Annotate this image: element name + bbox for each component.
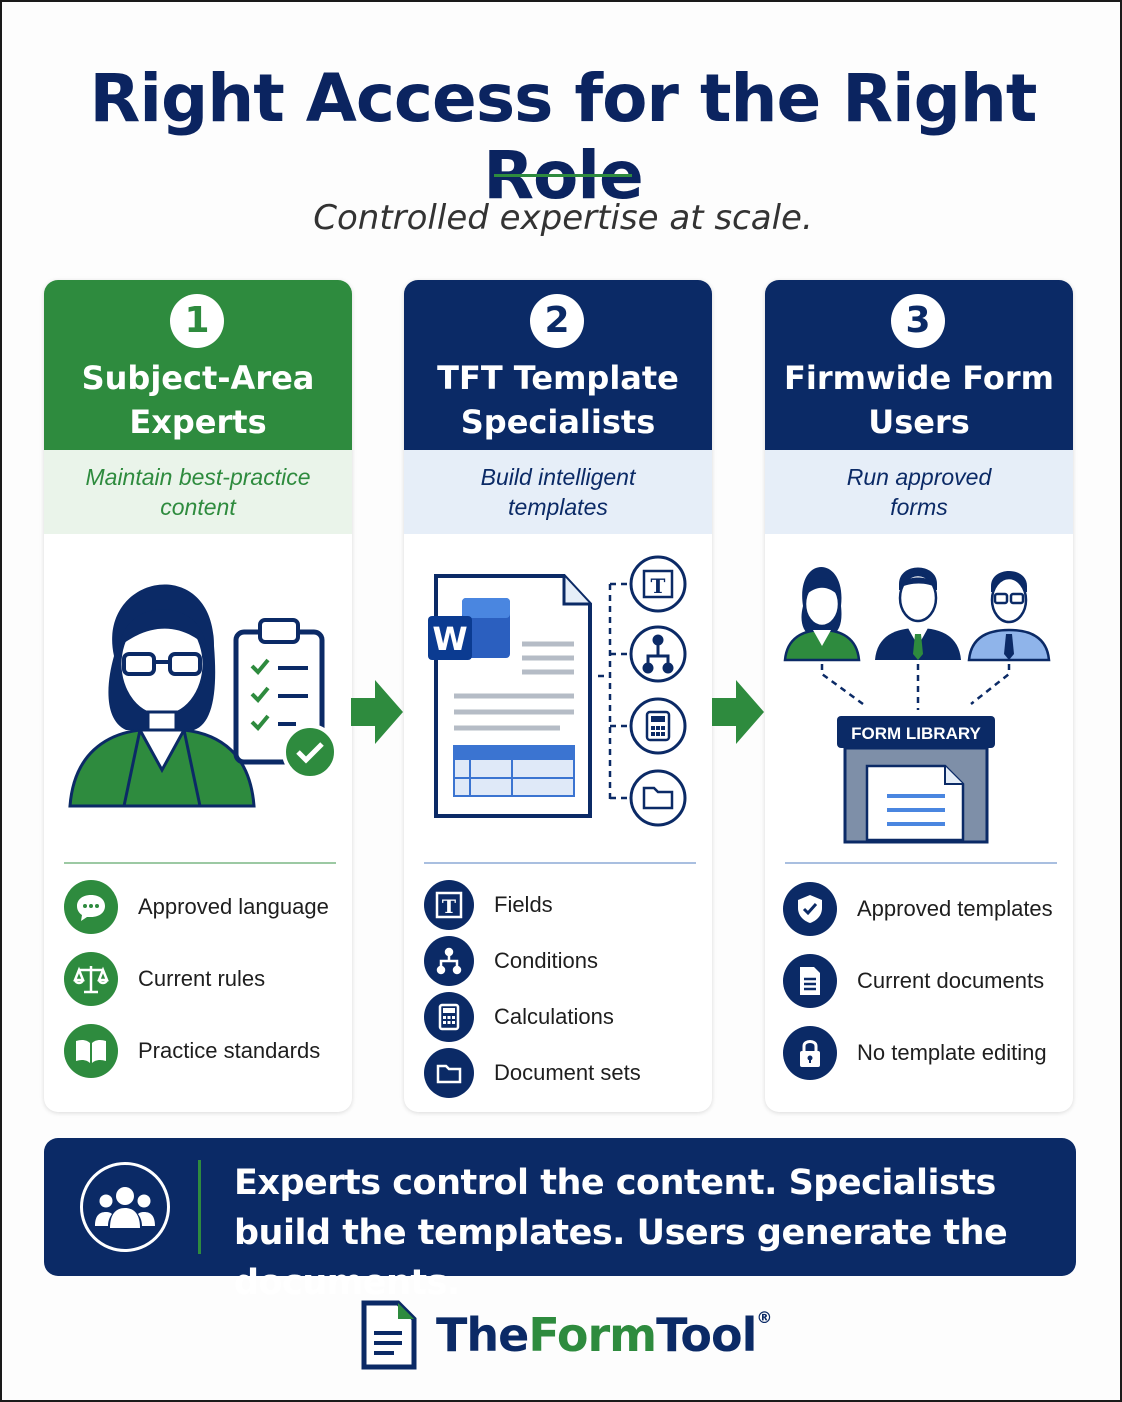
- book-icon: [64, 1024, 118, 1078]
- card-divider: [424, 862, 696, 864]
- feature-item: Approved templates: [783, 882, 1053, 936]
- folder-icon: [424, 1048, 474, 1098]
- brand-wordmark: TheFormTool®: [436, 1308, 772, 1362]
- feature-item: Current documents: [783, 954, 1044, 1008]
- lock-icon: [783, 1026, 837, 1080]
- feature-item: Document sets: [424, 1048, 641, 1098]
- feature-item: No template editing: [783, 1026, 1047, 1080]
- role-title: Firmwide Form Users: [784, 359, 1054, 441]
- scales-icon: [64, 952, 118, 1006]
- role-card-specialists: 2 TFT Template Specialists Build intelli…: [404, 280, 712, 1112]
- role-title: Subject-Area Experts: [81, 359, 315, 441]
- role-description: Run approved forms: [765, 450, 1073, 534]
- banner-divider: [198, 1160, 201, 1254]
- speech-bubble-icon: [64, 880, 118, 934]
- word-template-illustration: W T: [428, 555, 687, 827]
- team-icon: [80, 1162, 170, 1252]
- summary-text: Experts control the content. Specialists…: [234, 1163, 1008, 1303]
- svg-text:T: T: [651, 574, 666, 598]
- summary-banner: Experts control the content. Specialists…: [44, 1138, 1076, 1303]
- step-number: 2: [530, 294, 584, 348]
- step-number: 1: [170, 294, 224, 348]
- feature-item: T Fields: [424, 880, 553, 930]
- branch-icon: [424, 936, 474, 986]
- feature-item: Approved language: [64, 880, 329, 934]
- role-card-users: 3 Firmwide Form Users Run approved forms: [765, 280, 1073, 1112]
- arrow-right-icon: [712, 680, 764, 744]
- feature-item: Current rules: [64, 952, 265, 1006]
- feature-item: Calculations: [424, 992, 614, 1042]
- card-divider: [64, 862, 336, 864]
- users-form-library-illustration: FORM LIBRARY: [783, 567, 1051, 844]
- feature-item: Conditions: [424, 936, 598, 986]
- title-divider: [494, 174, 632, 177]
- arrow-right-icon: [351, 680, 403, 744]
- word-badge: W: [432, 620, 467, 658]
- role-card-header: 3 Firmwide Form Users: [765, 280, 1073, 450]
- role-card-experts: 1 Subject-Area Experts Maintain best-pra…: [44, 280, 352, 1112]
- role-card-header: 2 TFT Template Specialists: [404, 280, 712, 450]
- form-library-label: FORM LIBRARY: [851, 724, 981, 743]
- role-description: Maintain best-practice content: [44, 450, 352, 534]
- text-field-icon: T: [424, 880, 474, 930]
- registered-mark: ®: [756, 1308, 772, 1327]
- document-icon: [783, 954, 837, 1008]
- role-description: Build intelligent templates: [404, 450, 712, 534]
- brand-logo: TheFormTool®: [358, 1298, 772, 1372]
- page-title: Right Access for the Right Role: [89, 60, 1038, 214]
- page-subtitle: Controlled expertise at scale.: [313, 198, 813, 238]
- expert-with-checklist-illustration: [68, 584, 338, 808]
- feature-item: Practice standards: [64, 1024, 320, 1078]
- shield-check-icon: [783, 882, 837, 936]
- role-card-header: 1 Subject-Area Experts: [44, 280, 352, 450]
- step-number: 3: [891, 294, 945, 348]
- svg-text:T: T: [442, 896, 456, 918]
- role-title: TFT Template Specialists: [437, 359, 679, 441]
- calculator-icon: [424, 992, 474, 1042]
- form-logo-icon: [361, 1300, 417, 1370]
- card-divider: [785, 862, 1057, 864]
